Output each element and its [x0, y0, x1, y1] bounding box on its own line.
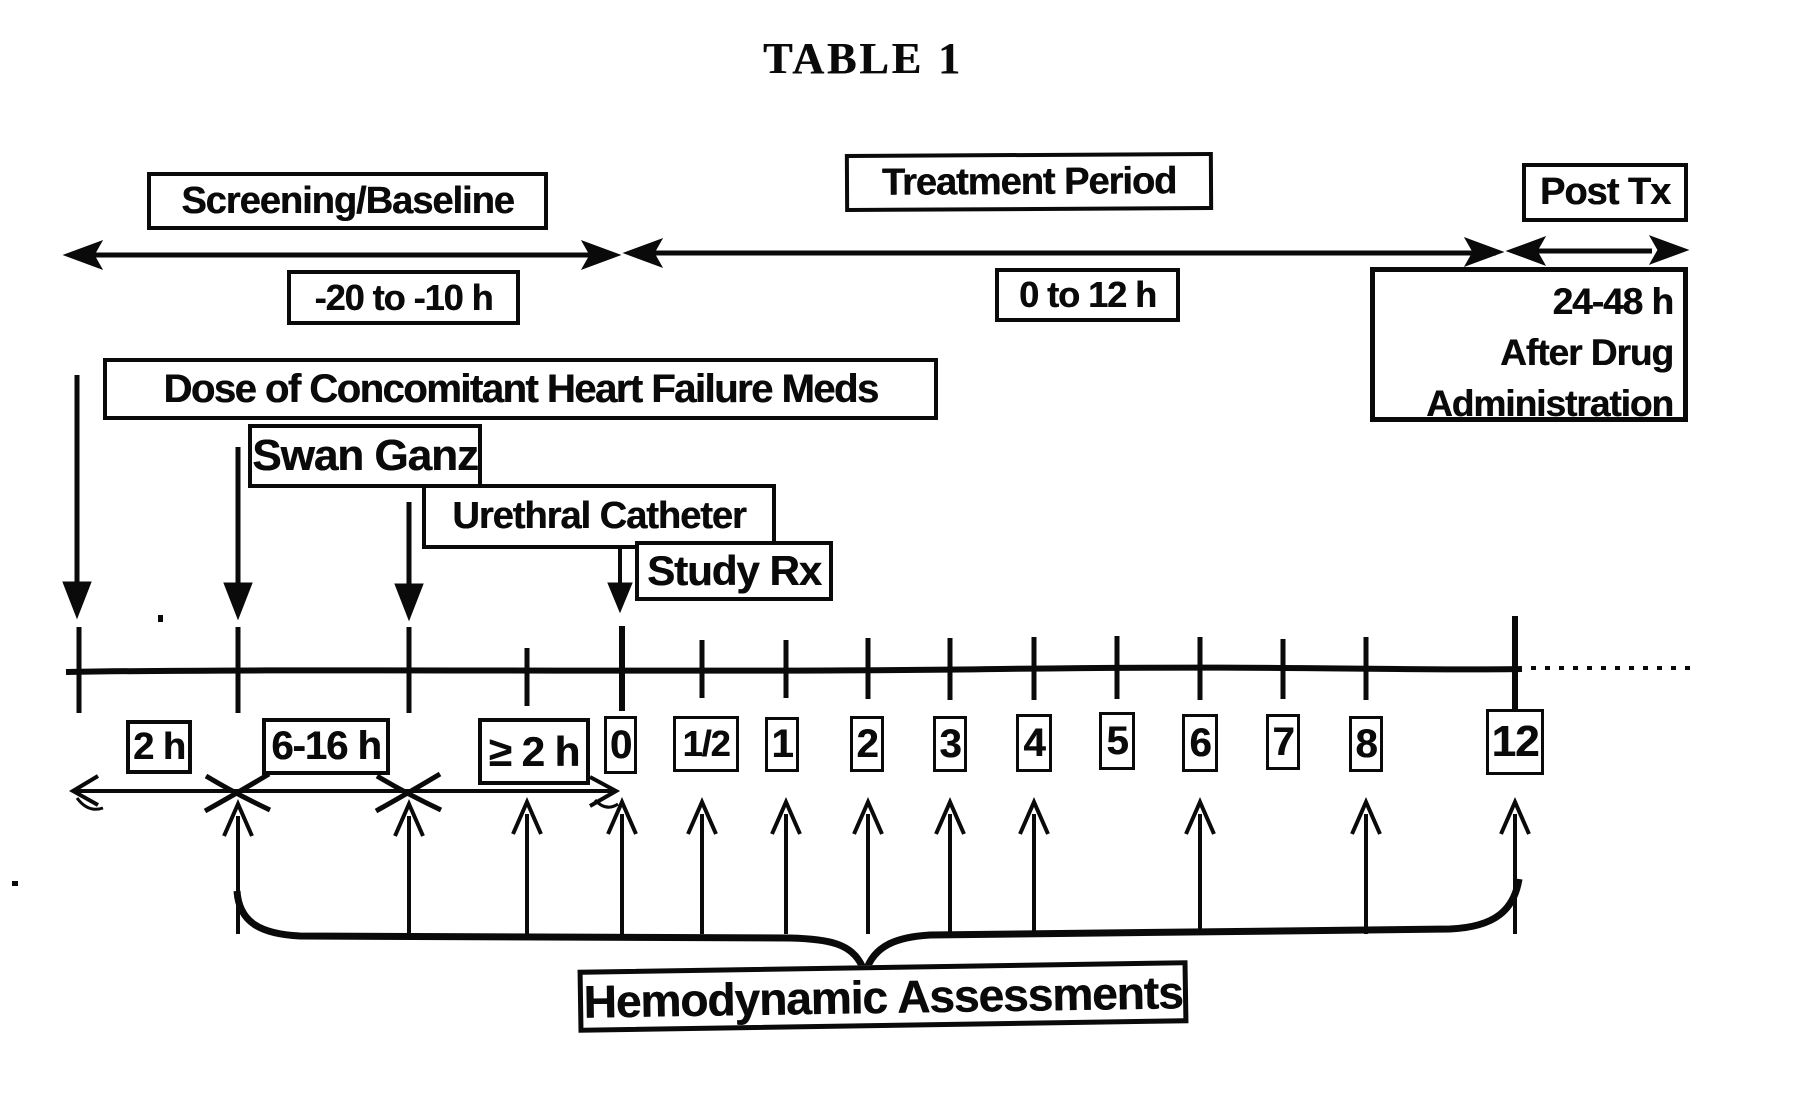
timepoint-label-4: 4	[1016, 714, 1052, 772]
assessment-arrow-t12	[1499, 797, 1531, 934]
down-arrow-urethral-catheter	[394, 502, 424, 622]
down-arrow-concomitant-meds	[62, 375, 92, 620]
assessments-label: Hemodynamic Assessments	[577, 960, 1189, 1033]
down-arrow-swan-ganz	[223, 447, 253, 621]
arrowhead-left-interval	[69, 774, 100, 807]
event-label-study-rx: Study Rx	[635, 541, 833, 601]
arrowhead-left-screening	[62, 240, 104, 270]
arrowhead-left-treatment	[622, 238, 664, 268]
down-arrow-study-rx	[607, 549, 633, 614]
range-label-screening: -20 to -10 h	[287, 270, 520, 325]
timepoint-label-2: 2	[850, 716, 884, 772]
assessment-arrow-predose	[511, 797, 543, 934]
event-arrows	[62, 375, 633, 622]
interval-label-baseline-window: 6-16 h	[262, 718, 390, 775]
arrowhead-right-posttx	[1648, 235, 1690, 265]
phase-axis	[62, 235, 1690, 270]
timepoint-label-0: 0	[604, 716, 637, 774]
assessment-arrow-swan-ganz	[222, 799, 254, 934]
phase-label-post-tx: Post Tx	[1522, 163, 1688, 222]
figure-title: TABLE 1	[763, 34, 963, 83]
arrowhead-left-posttx	[1505, 236, 1547, 266]
assessment-arrow-t8	[1350, 797, 1382, 934]
right-flick	[593, 798, 619, 809]
range-label-post-tx: 24-48 h After Drug Administration	[1370, 267, 1688, 424]
interval-label-screening-window: 2 h	[126, 720, 192, 774]
post-tx-range-line3: Administration	[1425, 383, 1674, 425]
assessment-arrows	[222, 797, 1531, 934]
event-label-swan-ganz: Swan Ganz	[248, 424, 482, 488]
interval-axis	[69, 771, 621, 814]
timepoint-label-6: 6	[1182, 714, 1218, 772]
post-tx-range-line2: After Drug	[1500, 332, 1674, 374]
assessment-arrow-t4	[1018, 797, 1050, 934]
interval-label-predose-window: ≥ 2 h	[478, 718, 590, 785]
timepoint-label-8: 8	[1349, 716, 1383, 772]
timepoint-label-1: 1	[765, 717, 799, 772]
assessment-arrow-t6	[1184, 797, 1216, 934]
timepoint-label-5: 5	[1099, 712, 1135, 770]
timepoint-label-7: 7	[1266, 714, 1300, 770]
assessment-arrow-t1	[770, 797, 802, 934]
phase-label-treatment: Treatment Period	[844, 152, 1214, 212]
post-tx-range-line1: 24-48 h	[1552, 281, 1674, 322]
timeline-line	[65, 664, 1523, 675]
assessment-arrow-t0	[606, 797, 638, 934]
phase-label-screening: Screening/Baseline	[147, 172, 548, 230]
assessment-arrow-t3	[934, 797, 966, 934]
assessment-arrow-t0-5	[686, 797, 718, 934]
range-label-treatment: 0 to 12 h	[995, 268, 1180, 322]
event-label-urethral-catheter: Urethral Catheter	[422, 484, 776, 549]
left-flick	[75, 797, 104, 811]
scan-speck	[158, 615, 163, 622]
break-mark-2b	[374, 771, 442, 814]
assessments-brace	[233, 878, 1523, 979]
arrowhead-right-interval	[589, 775, 621, 808]
timepoint-label-3: 3	[933, 716, 967, 772]
arrowhead-right-treatment	[1463, 237, 1505, 267]
assessment-arrow-t2	[852, 797, 884, 934]
scan-speck	[12, 881, 18, 886]
break-mark-1b	[203, 771, 271, 814]
timepoint-label-0-5: 1/2	[673, 716, 739, 772]
timepoint-label-12: 12	[1486, 709, 1544, 775]
event-label-concomitant-meds: Dose of Concomitant Heart Failure Meds	[103, 358, 938, 420]
arrowhead-right-screening	[580, 240, 622, 270]
assessment-arrow-catheter	[393, 799, 425, 934]
timeline-axis	[65, 616, 1698, 713]
